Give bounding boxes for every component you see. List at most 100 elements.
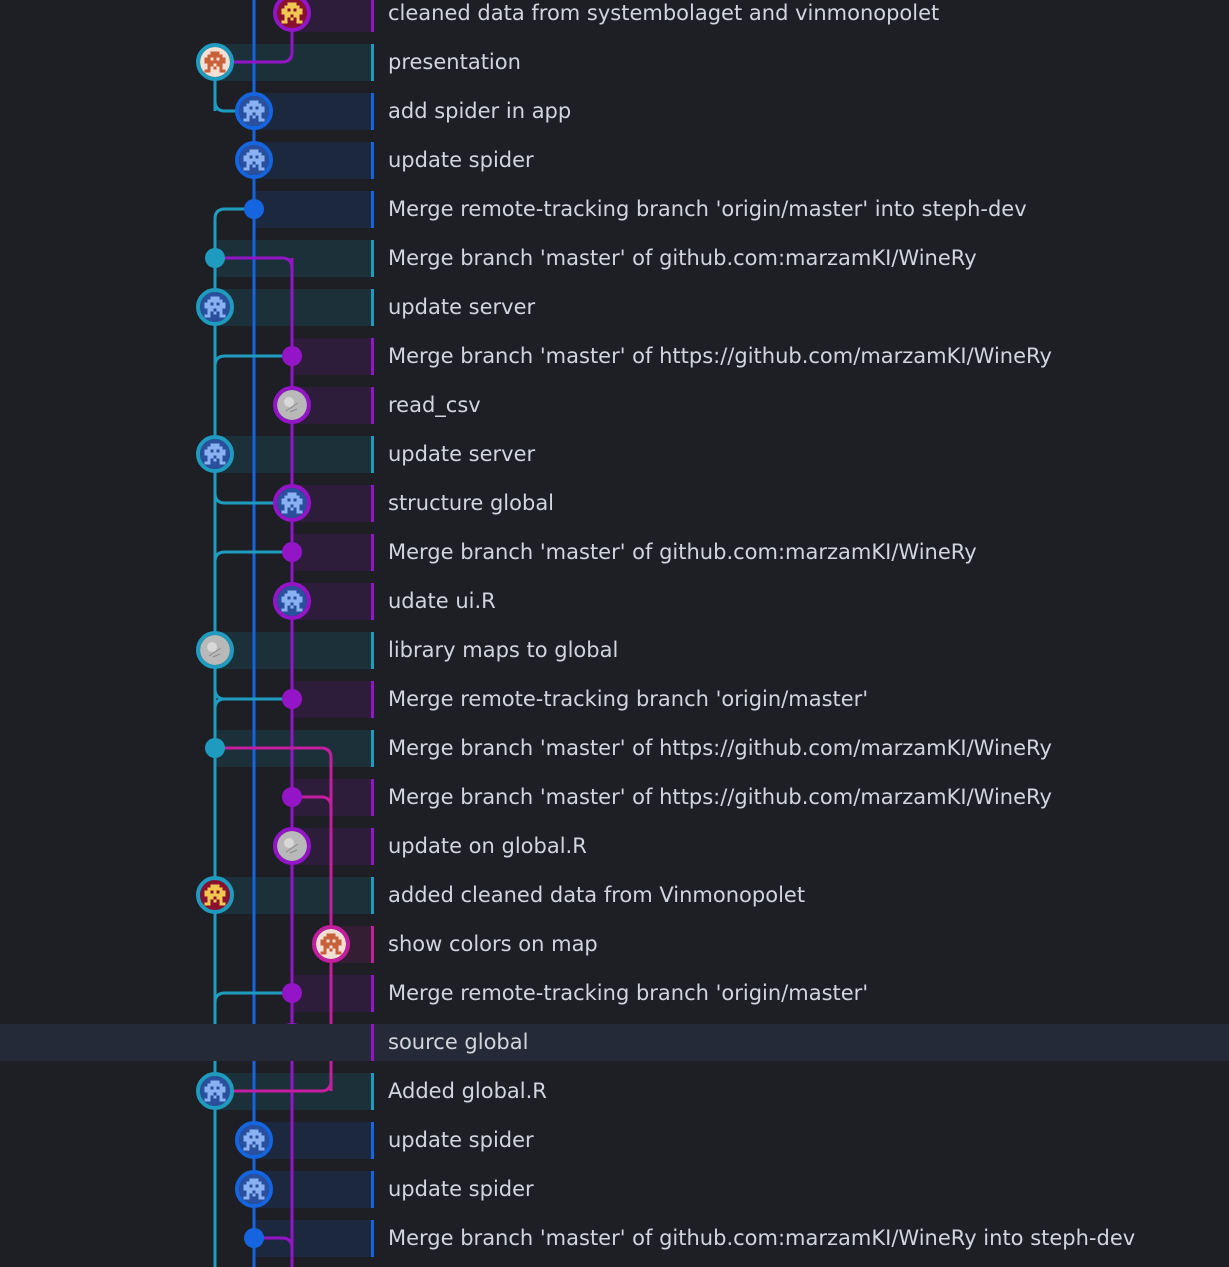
commit-row[interactable]: Merge remote-tracking branch 'origin/mas…	[0, 975, 1229, 1012]
commit-avatar[interactable]	[196, 43, 234, 81]
commit-row[interactable]: update on global.R	[0, 828, 1229, 865]
branch-color-rail	[371, 93, 374, 130]
commit-row[interactable]: Merge branch 'master' of https://github.…	[0, 730, 1229, 767]
avatar-pixel	[296, 504, 300, 508]
avatar-pixel	[261, 1138, 265, 1142]
commit-message: read_csv	[388, 393, 481, 417]
commit-row[interactable]: added cleaned data from Vinmonopolet	[0, 877, 1229, 914]
commit-row[interactable]: cleaned data from systembolaget and vinm…	[0, 0, 1229, 32]
commit-avatar[interactable]	[273, 582, 311, 620]
commit-row[interactable]: update spider	[0, 142, 1229, 179]
avatar-pixel	[243, 1196, 247, 1200]
avatar-pixel	[210, 1092, 214, 1096]
avatar-ring	[196, 43, 234, 81]
avatar-pixel	[296, 593, 300, 597]
avatar-pixel	[210, 455, 214, 459]
branch-color-rail	[371, 240, 374, 277]
avatar-pixel	[213, 458, 217, 462]
avatar-pixel	[338, 939, 342, 943]
avatar-pixel	[207, 305, 211, 309]
commit-row[interactable]: library maps to global	[0, 632, 1229, 669]
commit-row[interactable]: add spider in app	[0, 93, 1229, 130]
commit-row[interactable]: structure global	[0, 485, 1229, 522]
avatar-pixel	[284, 5, 288, 9]
avatar-pixel	[258, 1132, 262, 1136]
avatar-pixel	[207, 902, 211, 906]
avatar-pixel	[216, 1083, 220, 1087]
branch-color-rail	[371, 1171, 374, 1208]
commit-row[interactable]: update spider	[0, 1122, 1229, 1159]
avatar-pixel	[290, 5, 294, 9]
commit-avatar[interactable]	[196, 435, 234, 473]
commit-row[interactable]: presentation	[0, 44, 1229, 81]
commit-row[interactable]: source global	[0, 1024, 1229, 1061]
commit-row[interactable]: update server	[0, 436, 1229, 473]
avatar-pixel	[255, 149, 259, 153]
avatar-pixel	[219, 305, 223, 309]
branch-color-rail	[371, 485, 374, 522]
branch-color-rail	[371, 926, 374, 963]
commit-row[interactable]: Merge remote-tracking branch 'origin/mas…	[0, 191, 1229, 228]
avatar-pixel	[246, 118, 250, 122]
commit-row[interactable]: Merge branch 'master' of github.com:marz…	[0, 240, 1229, 277]
avatar-pixel	[261, 1135, 265, 1139]
commit-row[interactable]: update spider	[0, 1171, 1229, 1208]
avatar-pixel	[284, 608, 288, 612]
avatar-pixel	[255, 1190, 259, 1194]
avatar-pixel	[290, 501, 294, 505]
branch-color-rail	[371, 583, 374, 620]
avatar-pixel	[222, 305, 226, 309]
avatar-ring	[196, 876, 234, 914]
avatar-pixel	[258, 1187, 262, 1191]
commit-row[interactable]: Merge remote-tracking branch 'origin/mas…	[0, 681, 1229, 718]
gray-avatar-mark	[285, 402, 299, 413]
avatar-pixel	[284, 605, 288, 609]
avatar-pixel	[246, 152, 250, 156]
avatar-pixel	[258, 1184, 262, 1188]
commit-avatar[interactable]	[312, 925, 350, 963]
commit-avatar[interactable]	[273, 386, 311, 424]
commit-row[interactable]: Merge branch 'master' of github.com:marz…	[0, 1220, 1229, 1257]
avatar-pixel	[249, 1138, 253, 1142]
commit-row[interactable]: udate ui.R	[0, 583, 1229, 620]
commit-avatar[interactable]	[273, 0, 311, 32]
commit-row[interactable]: Merge branch 'master' of github.com:marz…	[0, 534, 1229, 571]
commit-avatar[interactable]	[196, 631, 234, 669]
row-highlight	[254, 1171, 371, 1208]
commit-avatar[interactable]	[196, 876, 234, 914]
avatar-ring	[312, 925, 350, 963]
commit-message: Merge remote-tracking branch 'origin/mas…	[388, 981, 869, 1005]
branch-color-rail	[371, 191, 374, 228]
commit-row[interactable]: Added global.R	[0, 1073, 1229, 1110]
commit-row[interactable]: show colors on map	[0, 926, 1229, 963]
avatar-pixel	[299, 8, 303, 12]
commit-message: added cleaned data from Vinmonopolet	[388, 883, 806, 907]
commit-avatar[interactable]	[235, 141, 273, 179]
commit-avatar[interactable]	[235, 1121, 273, 1159]
commit-row[interactable]: update server	[0, 289, 1229, 326]
avatar-pixel	[249, 1178, 253, 1182]
avatar-pixel	[246, 1181, 250, 1185]
avatar-pixel	[216, 452, 220, 456]
commit-avatar[interactable]	[273, 827, 311, 865]
commit-row[interactable]: Merge branch 'master' of https://github.…	[0, 779, 1229, 816]
avatar-pixel	[246, 1196, 250, 1200]
avatar-pixel	[255, 100, 259, 104]
avatar-pixel	[219, 54, 223, 58]
avatar-pixel	[284, 8, 288, 12]
commit-avatar[interactable]	[235, 1170, 273, 1208]
avatar-pixel	[296, 5, 300, 9]
commit-row[interactable]: read_csv	[0, 387, 1229, 424]
commit-row[interactable]: Merge branch 'master' of https://github.…	[0, 338, 1229, 375]
avatar-pixel	[249, 1129, 253, 1133]
avatar-pixel	[252, 1135, 256, 1139]
commit-avatar[interactable]	[235, 92, 273, 130]
commit-avatar[interactable]	[273, 484, 311, 522]
gray-avatar-mark	[208, 647, 222, 658]
commit-message: Added global.R	[388, 1079, 547, 1103]
commit-avatar[interactable]	[196, 288, 234, 326]
avatar-pixel	[213, 302, 217, 306]
avatar-ring	[273, 386, 311, 424]
commit-avatar[interactable]	[196, 1072, 234, 1110]
avatar-pixel	[204, 449, 208, 453]
